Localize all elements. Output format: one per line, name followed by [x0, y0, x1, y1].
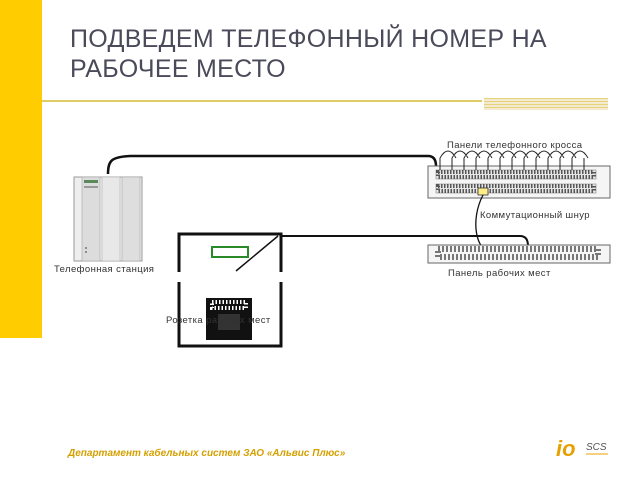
label-workplace-panel: Панель рабочих мест [448, 268, 551, 279]
socket-cable [280, 235, 529, 247]
label-phone-station: Телефонная станция [54, 264, 155, 275]
cross-panels [427, 150, 611, 199]
workplace-socket [176, 232, 286, 348]
phone-station-cabinet [73, 176, 143, 262]
company-logo: io SCS [556, 436, 608, 461]
label-patch-cord: Коммутационный шнур [480, 210, 590, 221]
title-rule-decoration [484, 98, 608, 110]
label-cross-panels: Панели телефонного кросса [447, 140, 583, 151]
logo-sub: SCS [586, 442, 607, 453]
label-workplace-socket: Розетка рабочих мест [166, 315, 271, 326]
station-cable [106, 154, 438, 175]
footer-text: Департамент кабельных систем ЗАО «Альвис… [68, 448, 346, 459]
workplace-panel [427, 244, 611, 264]
accent-stripe [0, 0, 42, 338]
logo-main: io [556, 436, 576, 461]
page-title: ПОДВЕДЕМ ТЕЛЕФОННЫЙ НОМЕР НА РАБОЧЕЕ МЕС… [70, 25, 547, 83]
title-rule [42, 100, 482, 102]
